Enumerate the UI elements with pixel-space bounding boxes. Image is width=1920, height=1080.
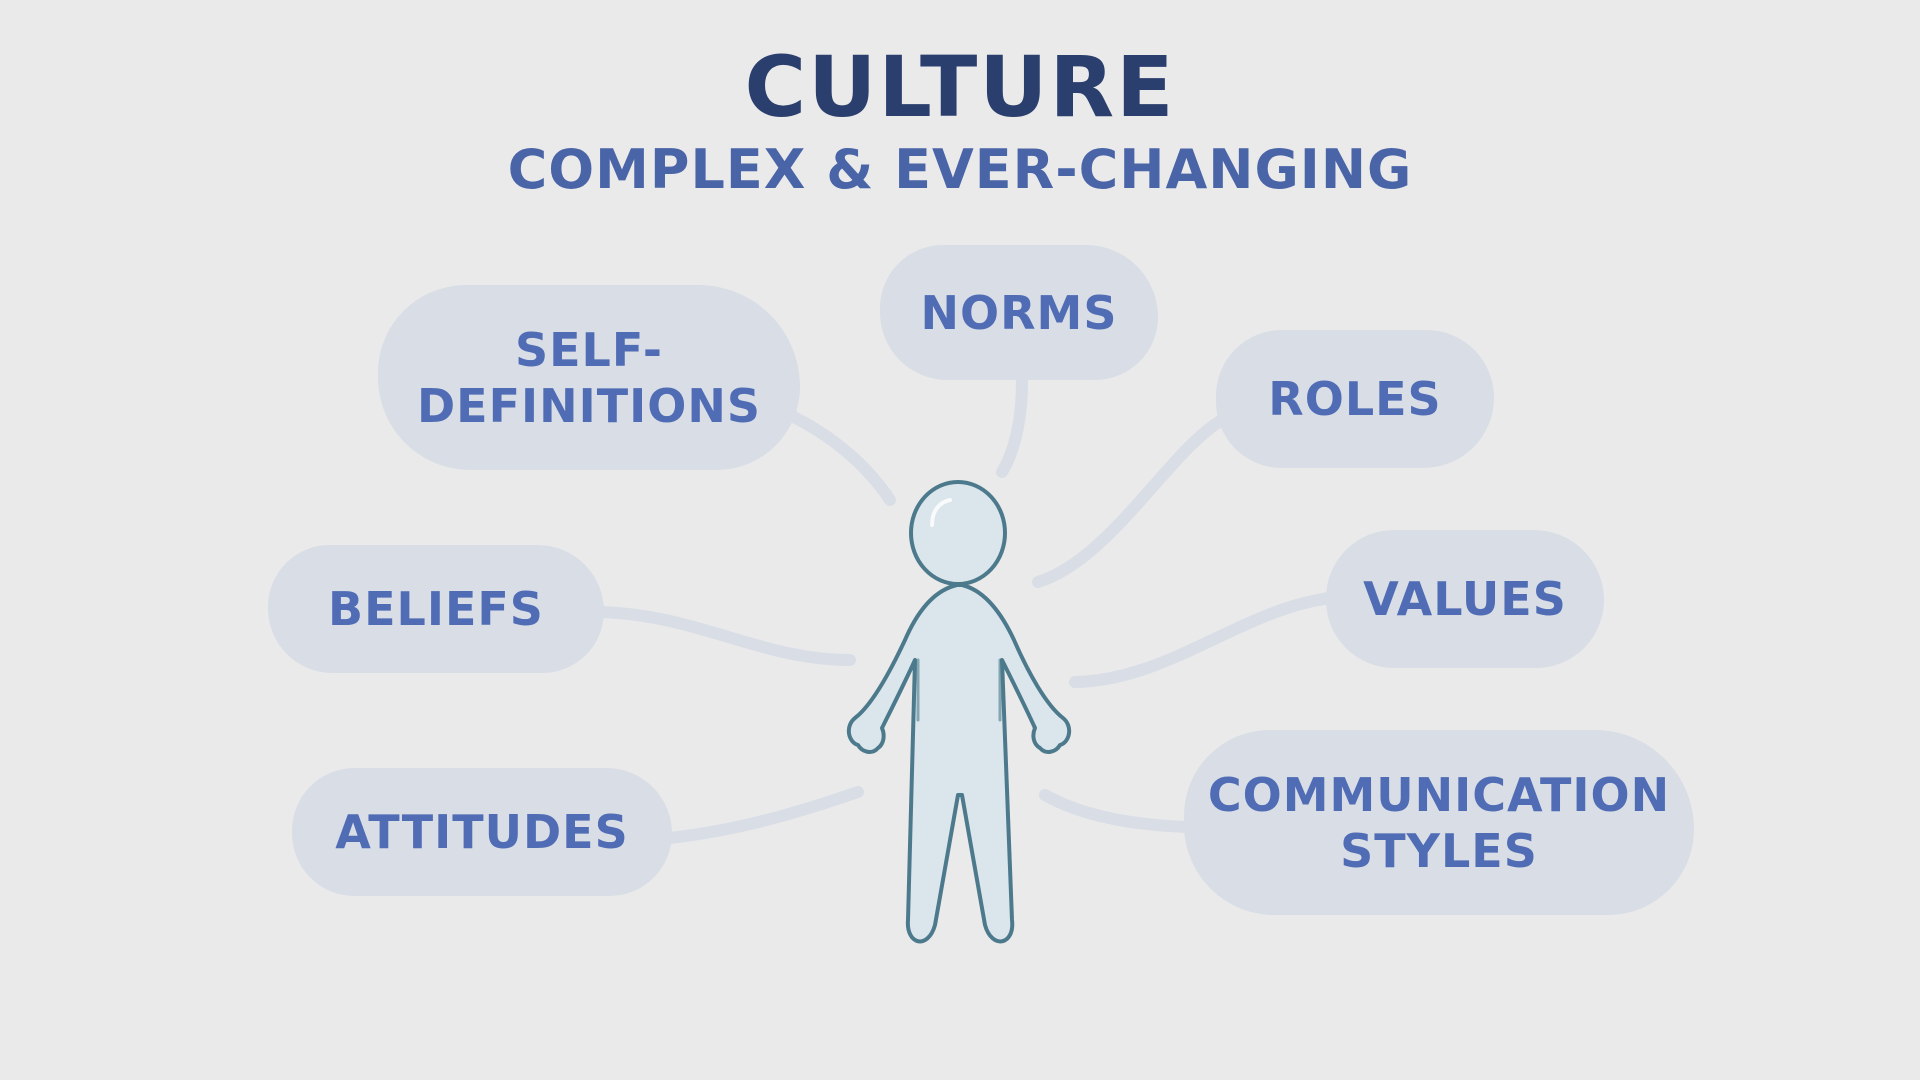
bubble-communication-styles: COMMUNICATION STYLES	[1184, 730, 1694, 915]
connector-self-definitions	[784, 409, 896, 506]
bubble-self-definitions-line1: SELF-	[515, 322, 663, 377]
bubble-roles: ROLES	[1216, 330, 1494, 468]
connector-values	[1069, 592, 1336, 688]
connector-attitudes	[664, 786, 864, 844]
bubble-beliefs: BELIEFS	[268, 545, 604, 673]
person-head	[909, 480, 1007, 586]
person-body	[846, 583, 1072, 944]
bubble-norms-label: NORMS	[920, 285, 1118, 340]
connector-norms	[996, 374, 1028, 478]
connector-roles	[1032, 414, 1228, 588]
bubble-communication-line2: STYLES	[1340, 823, 1538, 878]
bubble-attitudes-label: ATTITUDES	[335, 805, 629, 859]
bubble-beliefs-label: BELIEFS	[328, 582, 544, 636]
connector-beliefs	[594, 606, 856, 666]
bubble-roles-label: ROLES	[1268, 372, 1442, 426]
page-title: CULTURE	[744, 38, 1176, 136]
connector-communication	[1039, 789, 1194, 833]
bubble-norms: NORMS	[880, 245, 1158, 380]
bubble-attitudes: ATTITUDES	[292, 768, 672, 896]
bubble-communication-line1: COMMUNICATION	[1207, 767, 1671, 822]
bubble-values: VALUES	[1326, 530, 1604, 668]
bubble-self-definitions: SELF- DEFINITIONS	[378, 285, 800, 470]
page-subtitle: COMPLEX & EVER-CHANGING	[507, 138, 1413, 201]
person-head-highlight	[930, 498, 952, 527]
bubble-values-label: VALUES	[1363, 572, 1567, 626]
bubble-self-definitions-line2: DEFINITIONS	[417, 378, 761, 433]
